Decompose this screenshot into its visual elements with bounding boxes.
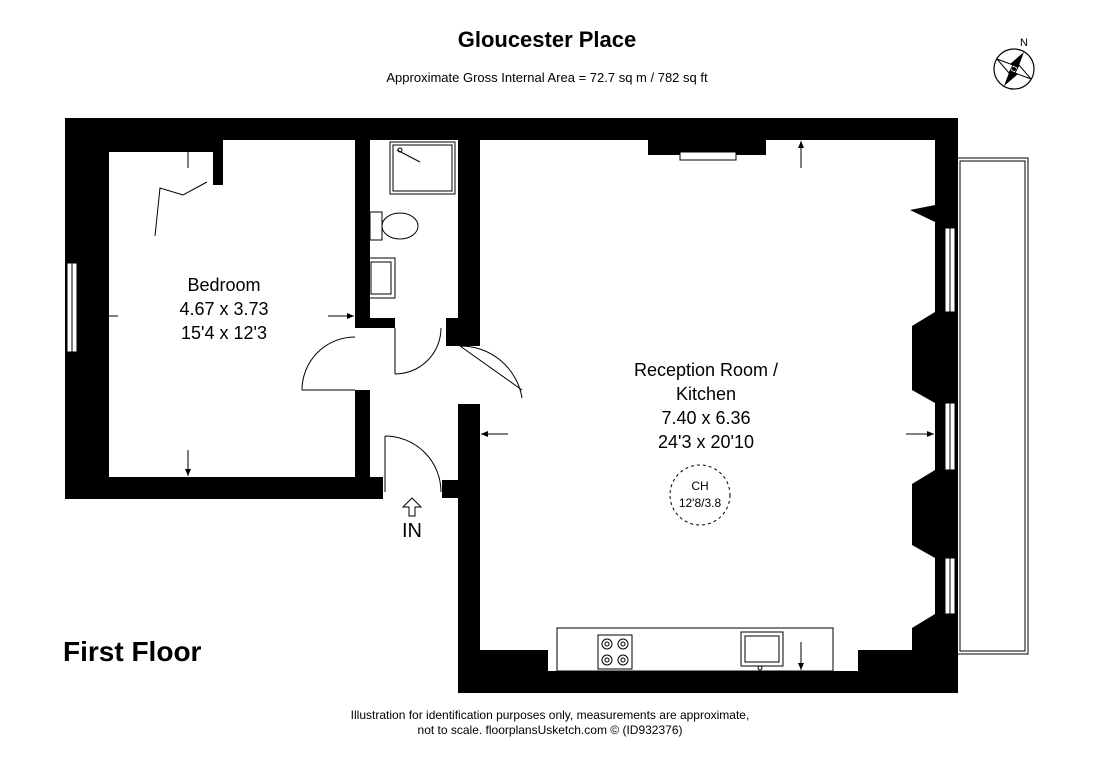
disclaimer-line2: not to scale. floorplansUsketch.com © (I… (417, 723, 683, 737)
hob-icon (597, 634, 633, 670)
kitchen-counter (556, 627, 834, 672)
basin-icon (366, 257, 396, 299)
doors (154, 181, 523, 493)
windows (66, 151, 956, 615)
reception-label: Reception Room / Kitchen 7.40 x 6.36 24'… (606, 358, 806, 454)
ceiling-height-marker (669, 464, 731, 526)
entrance-arrow-icon (401, 497, 423, 517)
page-title: Gloucester Place (457, 27, 637, 52)
compass-icon (993, 48, 1035, 90)
balcony (956, 157, 1029, 655)
sink-icon (740, 631, 784, 671)
disclaimer: Illustration for identification purposes… (300, 708, 800, 738)
bedroom-metric: 4.67 x 3.73 (179, 299, 269, 319)
compass-north-label: N (1020, 37, 1028, 49)
ceiling-height-value: 12'8/3.8 (678, 496, 722, 510)
floor-label: First Floor (63, 636, 202, 667)
reception-name-line2: Kitchen (675, 384, 737, 404)
walls (65, 118, 958, 693)
ceiling-height-label: CH 12'8/3.8 (667, 478, 733, 512)
bedroom-label: Bedroom 4.67 x 3.73 15'4 x 12'3 (144, 273, 304, 345)
bedroom-name: Bedroom (187, 275, 261, 295)
bedroom-imperial: 15'4 x 12'3 (181, 323, 267, 343)
gross-area-subtitle: Approximate Gross Internal Area = 72.7 s… (386, 70, 708, 85)
reception-imperial: 24'3 x 20'10 (658, 432, 754, 452)
reception-name-line1: Reception Room / (633, 360, 779, 380)
toilet-icon (369, 211, 419, 241)
reception-metric: 7.40 x 6.36 (661, 408, 751, 428)
entrance-label: IN (402, 520, 422, 542)
ceiling-height-code: CH (691, 479, 709, 493)
dimension-arrows (90, 140, 934, 670)
disclaimer-line1: Illustration for identification purposes… (350, 708, 750, 722)
shower-icon (389, 141, 456, 195)
